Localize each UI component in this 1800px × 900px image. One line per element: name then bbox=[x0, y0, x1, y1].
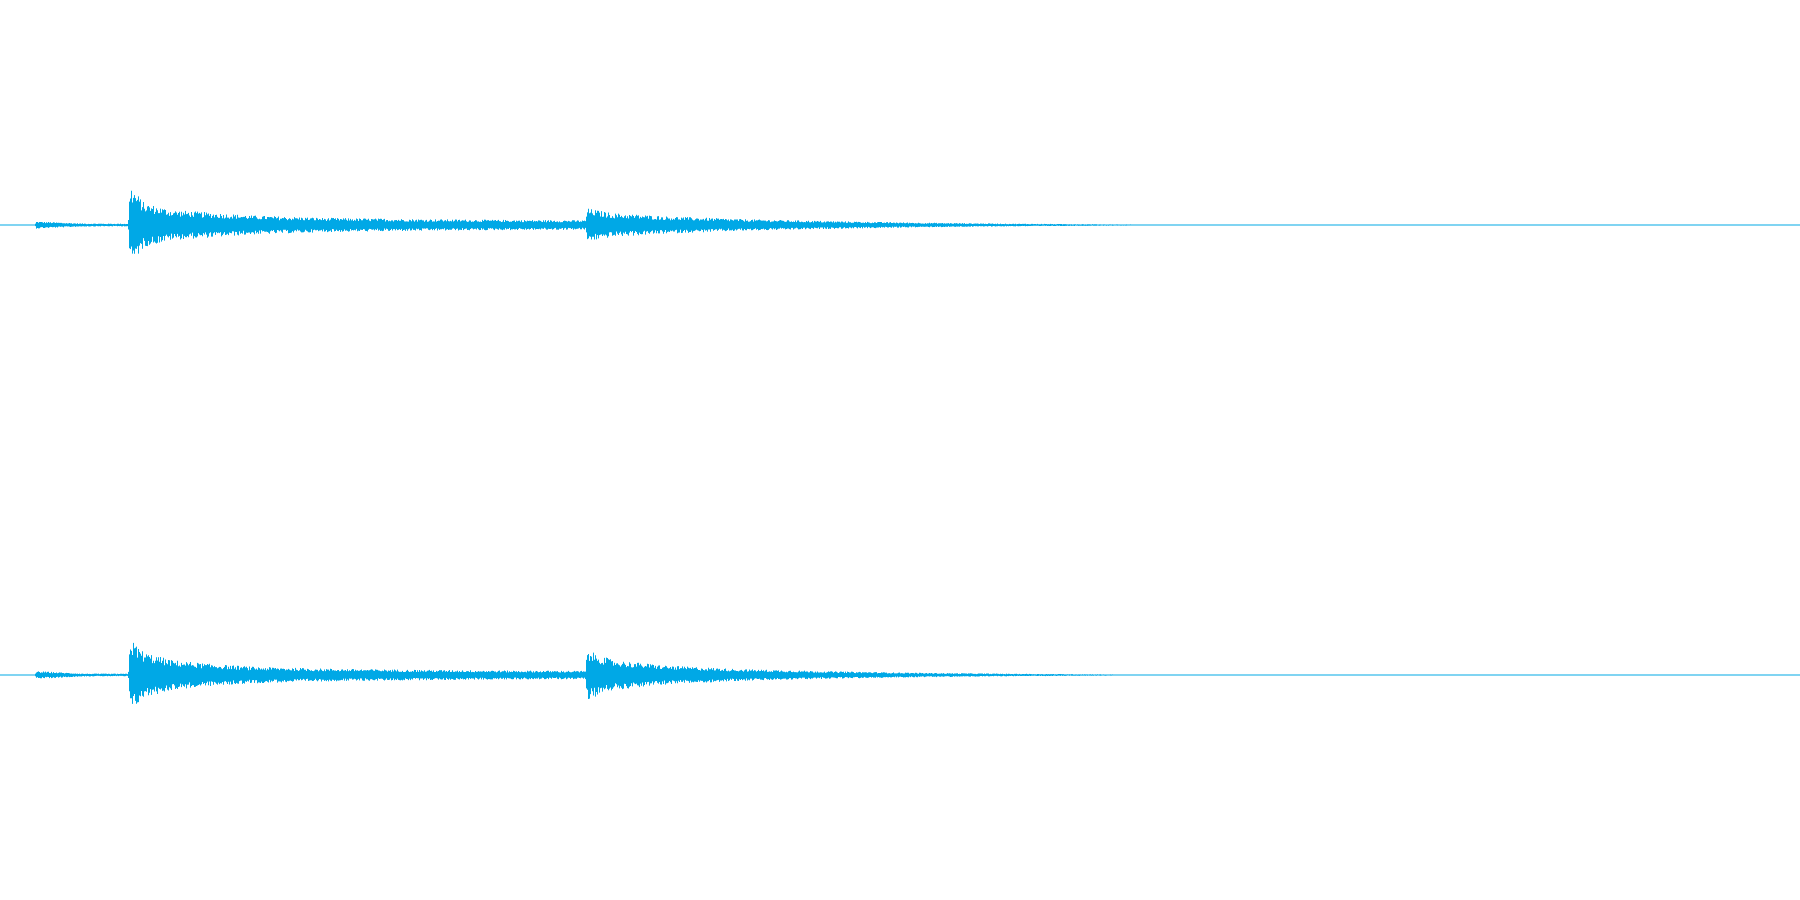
channel-right-wave bbox=[35, 642, 1170, 704]
channel-left-waveform bbox=[0, 190, 1800, 254]
channel-right-waveform bbox=[0, 642, 1800, 704]
channel-left-wave bbox=[35, 190, 1188, 254]
